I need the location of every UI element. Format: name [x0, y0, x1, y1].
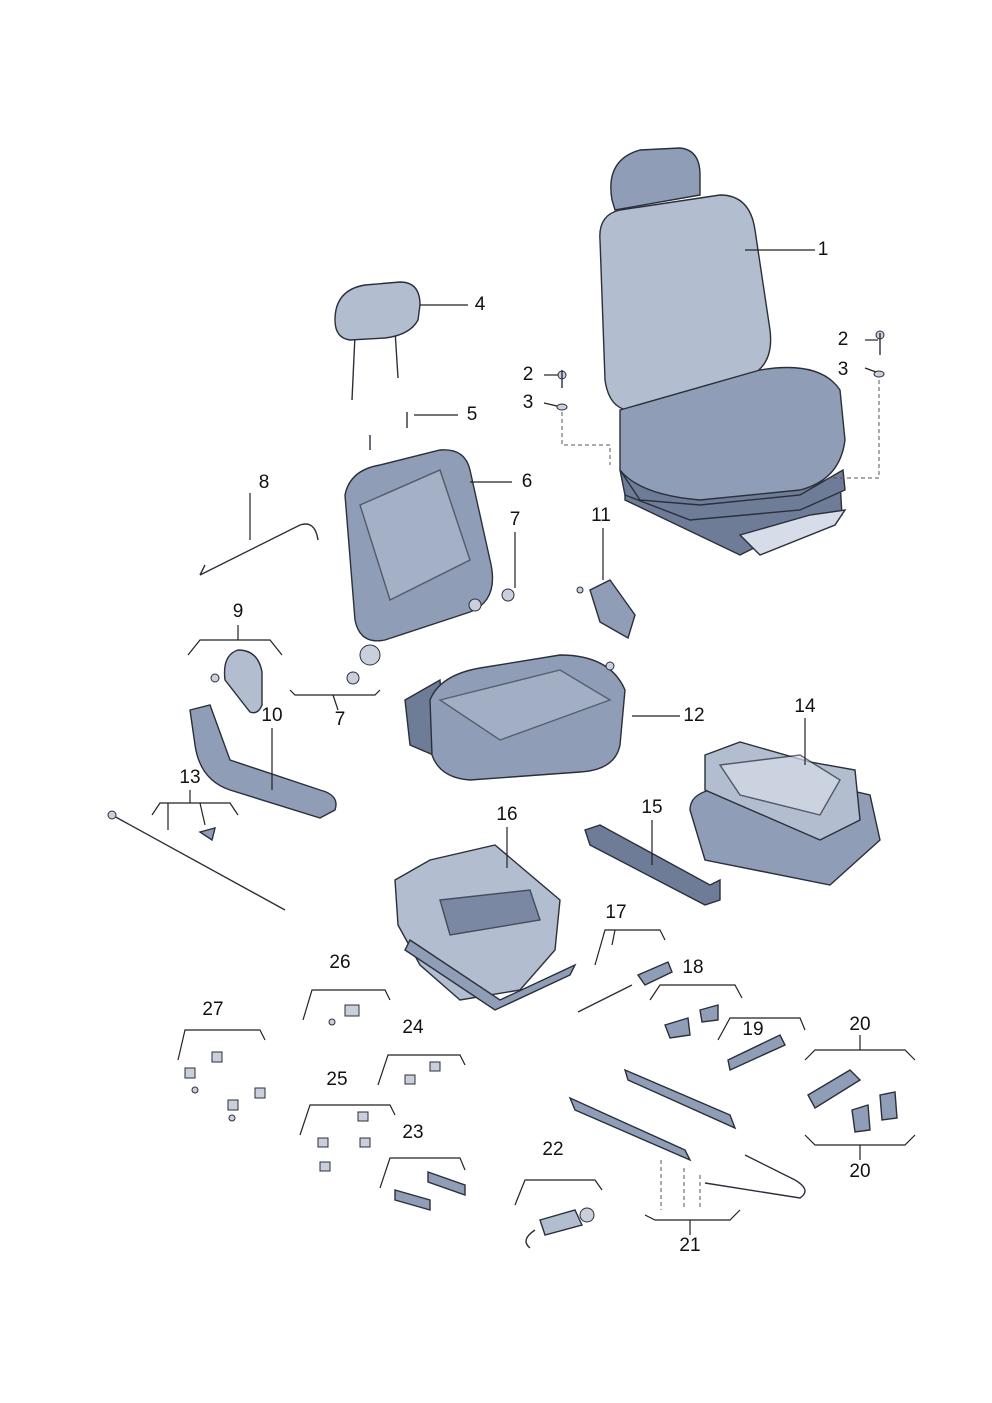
- callout-4: 4: [475, 294, 486, 315]
- callout-3-left: 3: [523, 392, 534, 413]
- part-rod: [199, 523, 319, 576]
- part-26: [328, 1004, 360, 1026]
- part-21-rails: [568, 1068, 806, 1199]
- part-cover-11: [576, 579, 636, 640]
- callout-10: 10: [261, 705, 282, 726]
- part-22: [525, 1207, 595, 1249]
- callout-2-left: 2: [523, 364, 534, 385]
- callout-15: 15: [641, 797, 662, 818]
- callout-12: 12: [683, 705, 704, 726]
- callout-7-top: 7: [510, 509, 521, 530]
- callout-14: 14: [794, 696, 816, 717]
- part-18: [664, 1004, 719, 1039]
- callout-8: 8: [259, 472, 270, 493]
- part-19: [727, 1034, 786, 1072]
- part-20: [807, 1069, 898, 1133]
- part-backrest: [344, 449, 494, 666]
- callout-18: 18: [682, 957, 703, 978]
- callout-17: 17: [605, 902, 626, 923]
- part-27: [184, 1051, 266, 1122]
- callout-23: 23: [402, 1122, 423, 1143]
- fasteners: [346, 330, 885, 685]
- callout-7-bottom: 7: [335, 709, 346, 730]
- part-17: [577, 961, 673, 1013]
- part-bellows: [689, 741, 881, 886]
- part-24: [404, 1061, 441, 1085]
- callout-16: 16: [496, 804, 517, 825]
- part-side-trim: [189, 704, 337, 819]
- leader-lines: [151, 249, 916, 1235]
- part-headrest: [334, 281, 421, 401]
- callout-25: 25: [326, 1069, 347, 1090]
- dashed-leaders: [561, 380, 880, 1210]
- callout-21: 21: [679, 1235, 700, 1256]
- part-cover-9: [210, 649, 263, 714]
- callout-20-bottom: 20: [849, 1161, 870, 1182]
- callout-19: 19: [742, 1019, 763, 1040]
- part-25: [317, 1111, 371, 1172]
- callout-11: 11: [591, 505, 611, 526]
- callout-5: 5: [467, 404, 478, 425]
- callout-2-right: 2: [838, 329, 849, 350]
- part-seat-cushion: [404, 654, 626, 781]
- callout-1: 1: [818, 239, 829, 260]
- callout-27: 27: [202, 999, 223, 1020]
- callout-9: 9: [233, 601, 244, 622]
- part-23: [394, 1171, 466, 1211]
- part-gas-rod: [107, 810, 286, 911]
- callout-13: 13: [179, 767, 200, 788]
- callout-3-right: 3: [838, 359, 849, 380]
- callout-20-top: 20: [849, 1014, 870, 1035]
- callout-24: 24: [402, 1017, 424, 1038]
- callout-26: 26: [329, 952, 350, 973]
- callout-22: 22: [542, 1139, 563, 1160]
- callout-labels: 1 2 3 2 3 4 5 6 7 8 9 7 10 11 12 13 14 1…: [179, 239, 870, 1256]
- callout-6: 6: [522, 471, 533, 492]
- part-seat-complete: [599, 147, 847, 556]
- part-suspension: [394, 844, 577, 1011]
